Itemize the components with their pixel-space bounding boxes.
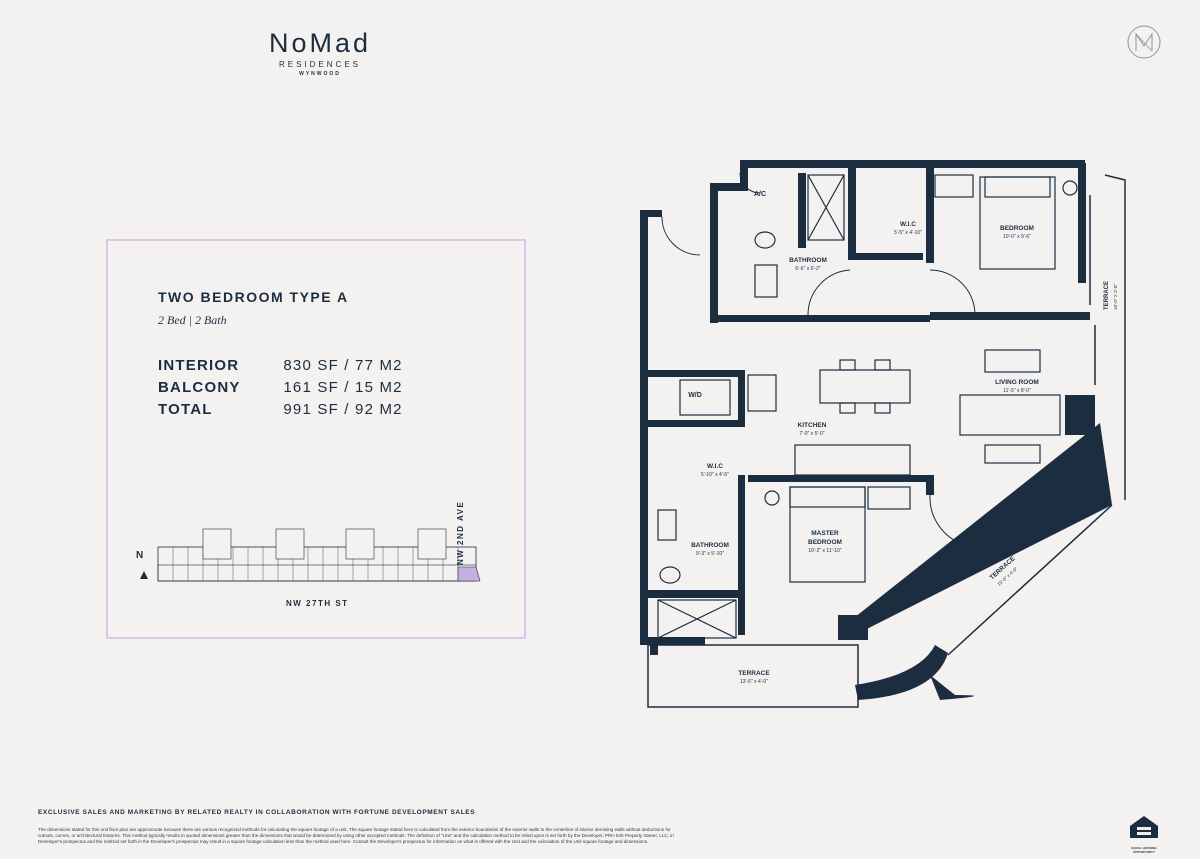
label-wic-2: W.I.C [707,463,723,470]
site-key-plan [140,528,481,582]
north-arrow-icon [140,571,148,579]
label-terrace-bottom: TERRACE [738,670,770,677]
label-kitchen: KITCHEN [798,422,827,429]
spec-label: TOTAL [158,401,213,418]
north-label: N [136,550,145,561]
dim-living-room: 11'-5" x 8'-0" [1003,388,1031,394]
brand-logo: NoMad RESIDENCES WYNWOOD [255,28,385,77]
footer-headline: EXCLUSIVE SALES AND MARKETING BY RELATED… [38,809,476,816]
label-living-room: LIVING ROOM [995,379,1039,386]
spec-row-total: TOTAL 991 SF / 92 M2 [158,401,403,418]
equal-housing-label: EQUAL HOUSING OPPORTUNITY [1131,846,1157,854]
spec-value: 991 SF / 92 M2 [283,401,403,418]
label-wd: W/D [688,392,702,399]
dim-terrace-bottom: 13'-6" x 4'-0" [740,679,768,685]
label-bathroom-2: BATHROOM [691,542,729,549]
spec-row-interior: INTERIOR 830 SF / 77 M2 [158,357,403,374]
spec-row-balcony: BALCONY 161 SF / 15 M2 [158,379,403,396]
label-ac: A/C [754,191,766,198]
dim-bathroom-1: 6'-6" x 6'-2" [795,266,820,272]
label-bathroom-1: BATHROOM [789,257,827,264]
unit-title: TWO BEDROOM TYPE A [158,289,349,305]
label-bedroom: BEDROOM [1000,225,1034,232]
dim-wic-2: 5'-10" x 4'-5" [701,472,729,478]
street-right-label: NW 2ND AVE [456,500,465,565]
dim-bathroom-2: 9'-3" x 5'-10" [696,551,724,557]
dim-kitchen: 7'-0" x 5'-0" [799,431,824,437]
label-wic-1: W.I.C [900,221,916,228]
brand-name: NoMad [268,28,372,58]
spec-value: 161 SF / 15 M2 [283,379,403,396]
unit-info-panel: TWO BEDROOM TYPE A 2 Bed | 2 Bath INTERI… [106,239,526,639]
label-terrace-right: TERRACE [1104,281,1110,310]
spec-value: 830 SF / 77 M2 [283,357,403,374]
footer-disclaimer: The dimensions stated for this unit floo… [38,827,674,845]
monogram-icon [1127,25,1161,59]
brand-line1: RESIDENCES [278,60,361,69]
spec-label: BALCONY [158,379,241,396]
spec-label: INTERIOR [158,357,240,374]
equal-housing-icon [1130,816,1158,838]
floor-plan: A/C BATHROOM 6'-6" x 6'-2" W.I.C 5'-5" x… [640,160,1126,708]
dim-bedroom: 10'-0" x 9'-6" [1003,234,1031,240]
dim-wic-1: 5'-5" x 4'-10" [894,230,922,236]
brand-line2: WYNWOOD [299,71,341,77]
street-bottom-label: NW 27TH ST [286,599,349,608]
label-master-line2: BEDROOM [808,539,842,546]
label-master-line1: MASTER [811,530,839,537]
unit-subtitle: 2 Bed | 2 Bath [158,313,227,327]
dim-terrace-right: 16'-0" X 2'-0" [1113,284,1118,310]
dim-master-bedroom: 10'-2" x 11'-10" [808,548,841,554]
